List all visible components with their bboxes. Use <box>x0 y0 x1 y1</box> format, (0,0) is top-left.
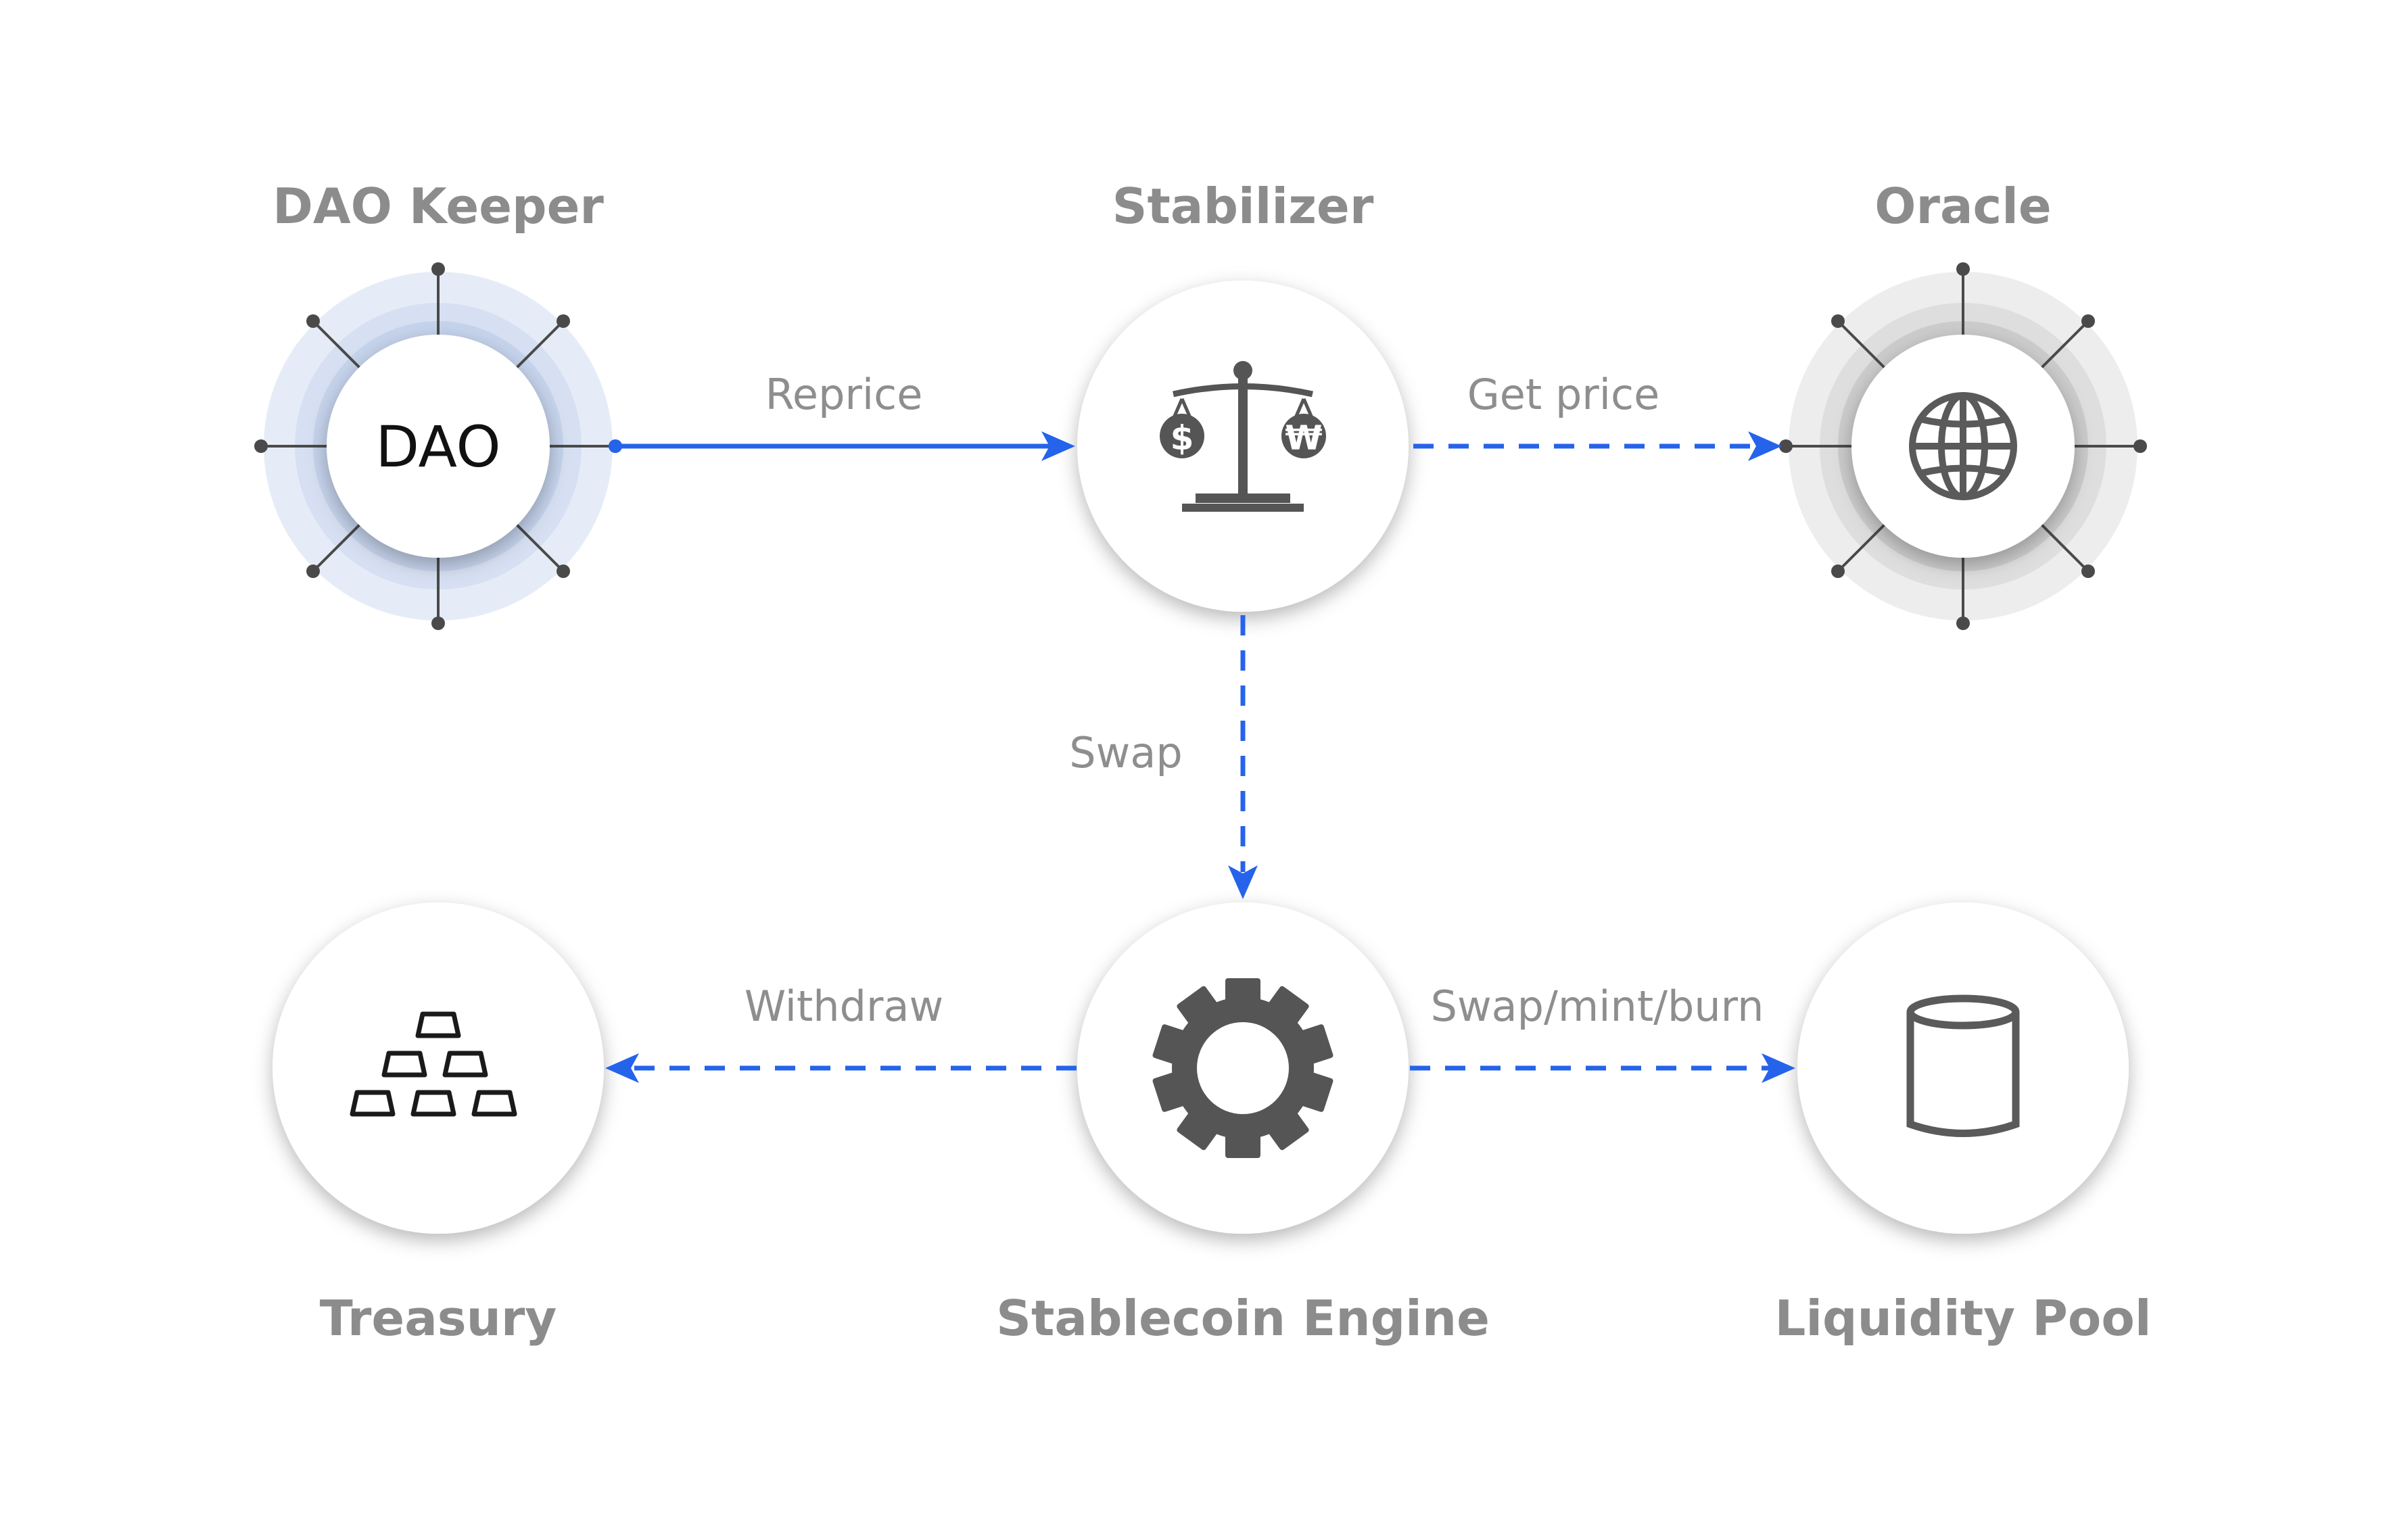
get-price-label: Get price <box>1467 370 1660 419</box>
arrowhead <box>605 1053 639 1083</box>
node-dao-keeper: DAO DAO Keeper <box>254 178 622 630</box>
gear-icon <box>1152 978 1333 1158</box>
database-cylinder-icon <box>1906 994 2020 1137</box>
edge-swap: Swap <box>1069 615 1258 899</box>
dao-spokes <box>262 270 614 622</box>
stabilizer-title: Stabilizer <box>1112 178 1374 235</box>
pool-title: Liquidity Pool <box>1774 1290 2151 1347</box>
edge-swap-mint-burn: Swap/mint/burn <box>1410 982 1795 1083</box>
svg-text:₩: ₩ <box>1285 418 1322 458</box>
oracle-title: Oracle <box>1874 178 2052 235</box>
balance-scale-icon: $ ₩ <box>1160 361 1326 512</box>
dao-label: DAO <box>375 414 500 480</box>
node-oracle: Oracle <box>1779 178 2147 630</box>
swap-mint-burn-label: Swap/mint/burn <box>1431 982 1764 1031</box>
node-stabilizer: $ ₩ Stabilizer <box>1077 178 1409 612</box>
arrowhead <box>1041 431 1075 461</box>
gold-bars-icon <box>350 1011 517 1117</box>
svg-text:$: $ <box>1171 418 1194 458</box>
edge-reprice: Reprice <box>609 370 1075 461</box>
globe-icon <box>1909 392 2017 500</box>
treasury-title: Treasury <box>320 1290 557 1347</box>
edge-withdraw: Withdraw <box>605 982 1077 1083</box>
oracle-spoke-dots <box>1779 262 2147 630</box>
arrowhead <box>1228 865 1258 899</box>
engine-title: Stablecoin Engine <box>996 1290 1490 1347</box>
edge-get-price: Get price <box>1413 370 1782 461</box>
treasury-circle <box>273 902 604 1234</box>
dao-circle <box>327 335 550 558</box>
withdraw-label: Withdraw <box>745 982 943 1031</box>
dao-keeper-title: DAO Keeper <box>273 178 604 235</box>
arrowhead <box>1748 431 1782 461</box>
node-liquidity-pool: Liquidity Pool <box>1774 902 2152 1347</box>
node-stablecoin-engine: Stablecoin Engine <box>996 902 1490 1347</box>
reprice-label: Reprice <box>765 370 923 419</box>
node-treasury: Treasury <box>273 902 604 1347</box>
swap-label: Swap <box>1069 728 1182 777</box>
arrowhead <box>1762 1053 1795 1083</box>
pool-circle <box>1797 902 2129 1234</box>
oracle-spokes <box>1787 270 2139 622</box>
